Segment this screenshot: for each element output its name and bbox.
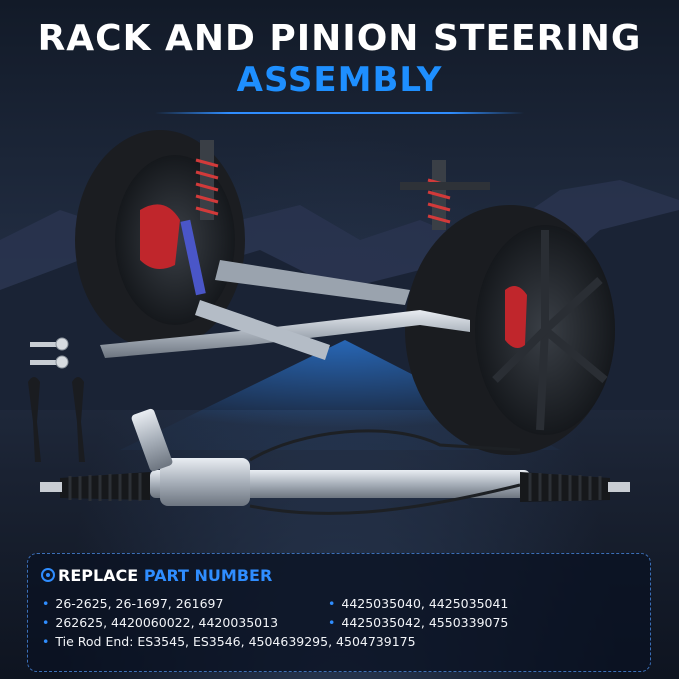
part-number-line: •26-2625, 26-1697, 261697 <box>42 596 224 611</box>
part-number-line: •4425035040, 4425035041 <box>328 596 509 611</box>
tie-rod-ends <box>28 337 85 462</box>
left-brake-caliper <box>140 204 180 269</box>
bullet-dot: • <box>42 596 50 611</box>
target-icon <box>41 568 55 582</box>
panel-title: REPLACE PART NUMBER <box>41 566 272 585</box>
right-boot <box>520 472 630 502</box>
right-brake-caliper <box>505 286 527 349</box>
bullet-dot: • <box>328 596 336 611</box>
bullet-dot: • <box>42 634 50 649</box>
left-boot <box>40 472 150 501</box>
part-number-line: •262625, 4420060022, 4420035013 <box>42 615 279 630</box>
right-strut <box>400 160 490 230</box>
right-wheel <box>405 205 615 455</box>
crossmember <box>100 260 470 360</box>
steering-rack <box>40 408 630 515</box>
part-number-panel: REPLACE PART NUMBER •26-2625, 26-1697, 2… <box>27 553 651 672</box>
left-strut <box>180 140 219 296</box>
panel-title-replace: REPLACE <box>58 566 139 585</box>
bullet-dot: • <box>328 615 336 630</box>
page-title: RACK AND PINION STEERING <box>37 18 642 59</box>
title-divider <box>155 112 524 114</box>
bullet-dot: • <box>42 615 50 630</box>
part-number-line: •4425035042, 4550339075 <box>328 615 509 630</box>
panel-title-part-number: PART NUMBER <box>143 566 273 585</box>
product-scene <box>28 130 630 515</box>
tie-rod-end-line: •Tie Rod End: ES3545, ES3546, 4504639295… <box>42 634 416 649</box>
page-subtitle: ASSEMBLY <box>236 60 443 100</box>
